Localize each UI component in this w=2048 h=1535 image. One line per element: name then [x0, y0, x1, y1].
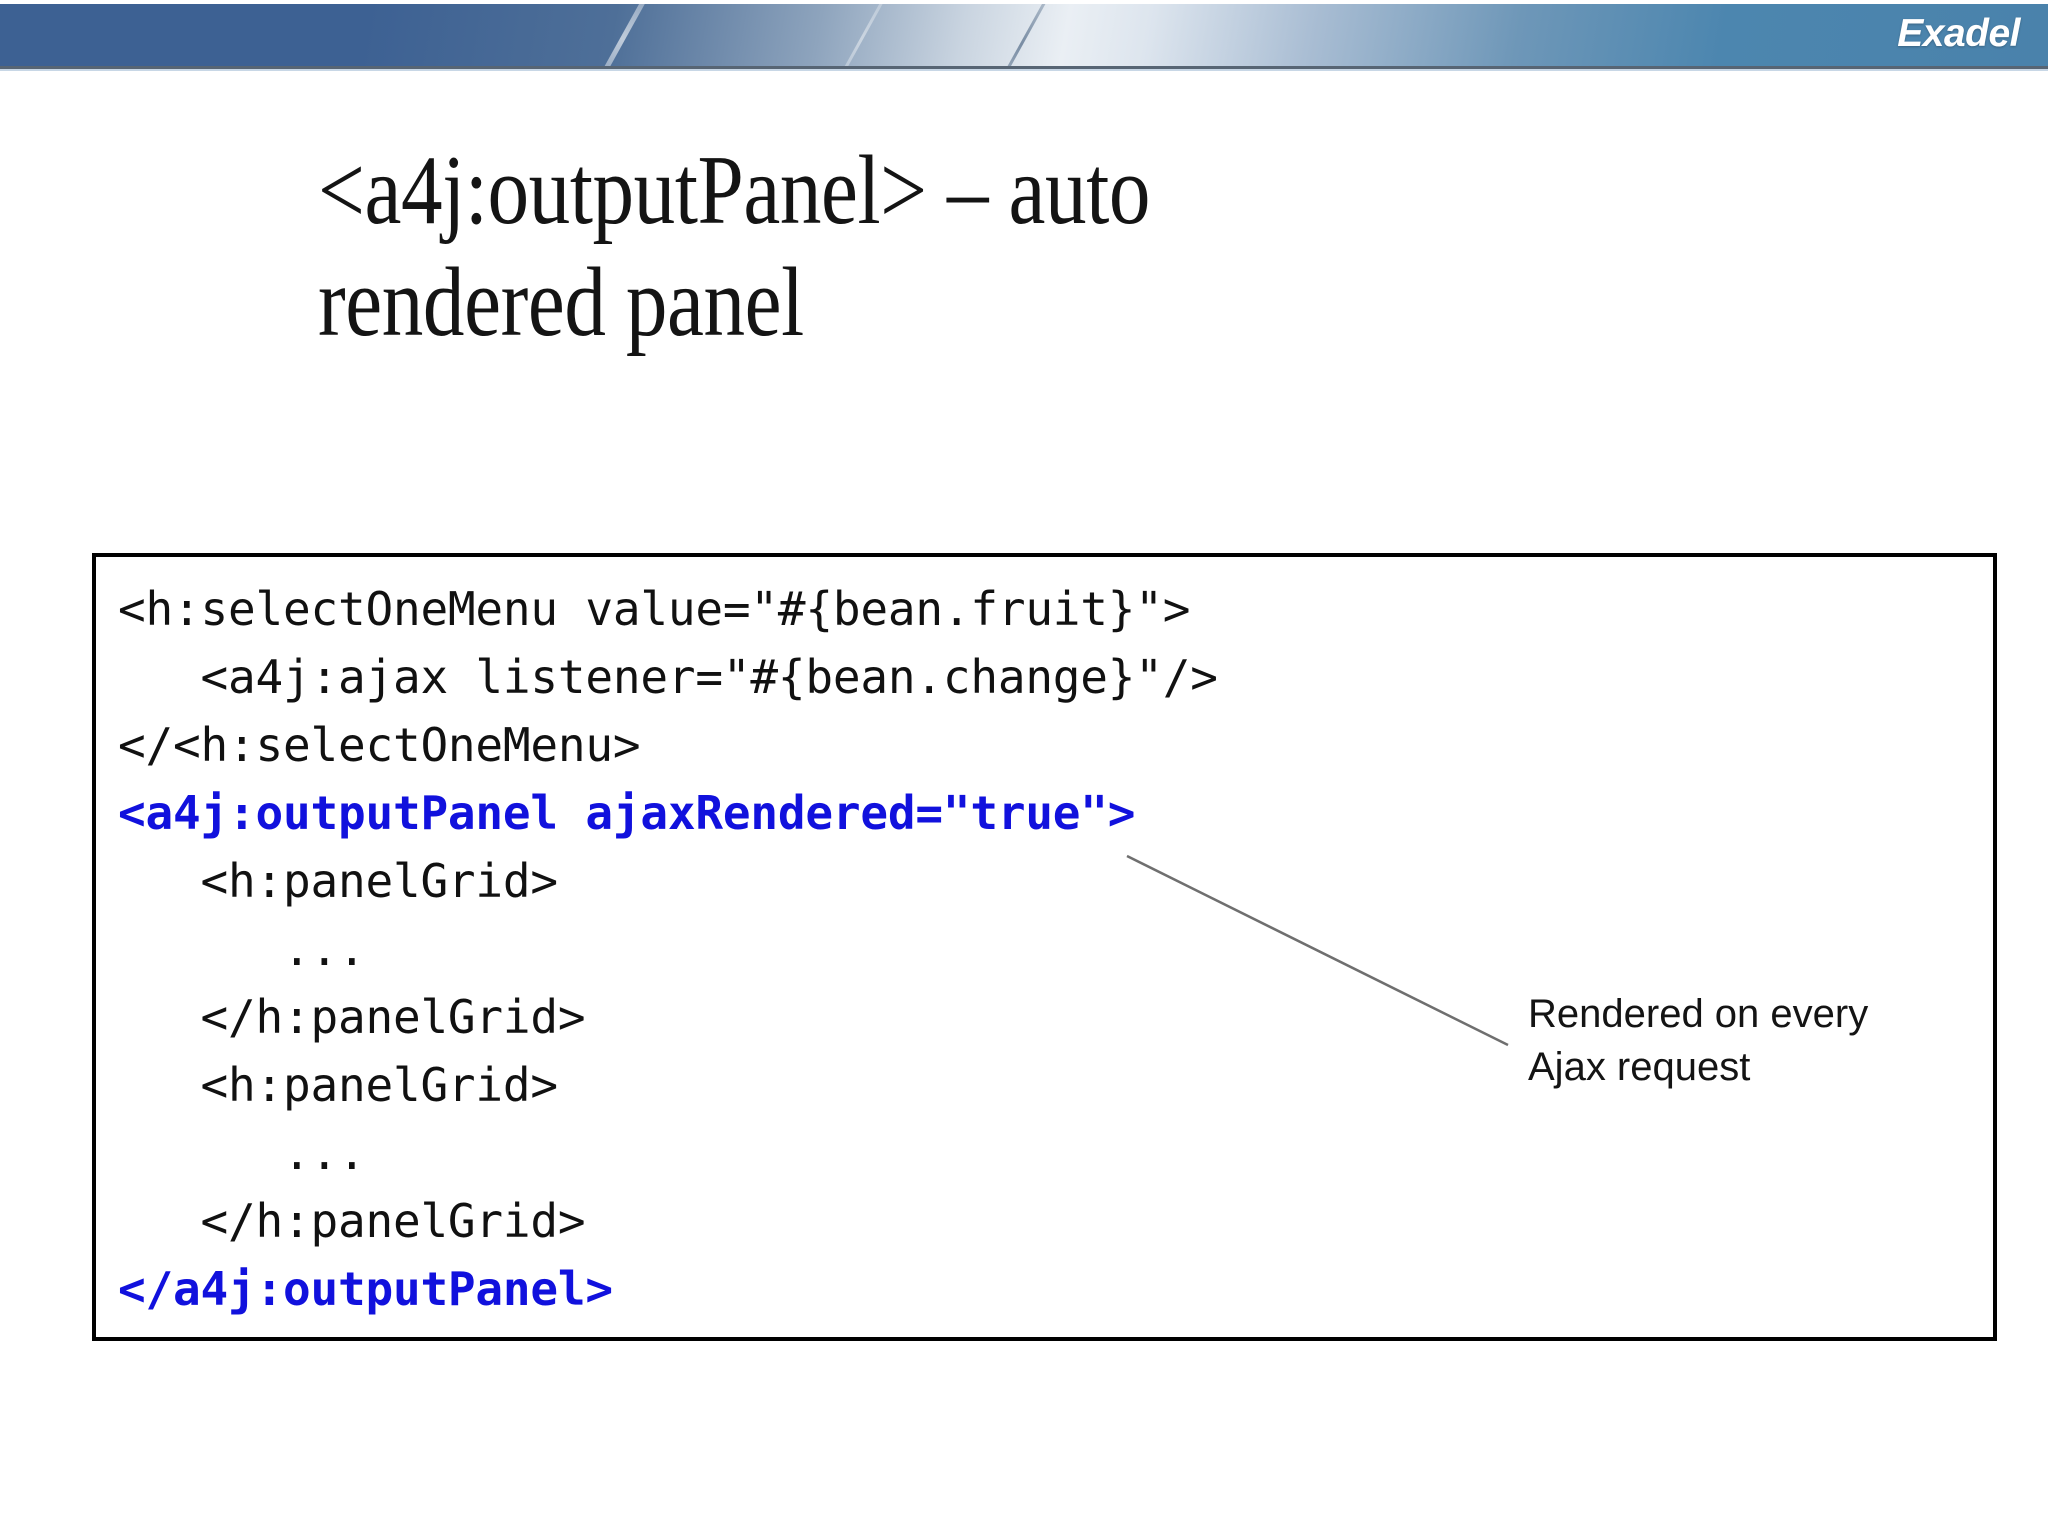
code-line: <h:panelGrid>: [118, 1058, 558, 1112]
annotation-line-1: Rendered on every: [1528, 992, 1869, 1036]
annotation-callout: Rendered on every Ajax request: [1528, 988, 1958, 1094]
banner-light-streak-secondary-icon: [809, 4, 914, 66]
banner-light-streak-icon: [569, 4, 676, 66]
code-line: ...: [118, 922, 366, 976]
banner-bottom-edge: [0, 66, 2048, 69]
banner-dark-streak-icon: [971, 4, 1072, 66]
code-line: </h:panelGrid>: [118, 1194, 586, 1248]
page-title-line-2: rendered panel: [318, 247, 804, 357]
header-banner: Exadel: [0, 4, 2048, 66]
code-line: </<h:selectOneMenu>: [118, 718, 641, 772]
exadel-logo: Exadel: [1897, 12, 2020, 55]
annotation-line-2: Ajax request: [1528, 1045, 1751, 1089]
page-title-line-1: <a4j:outputPanel> – auto: [318, 136, 1151, 245]
banner-underline: [0, 69, 2048, 71]
code-line: </a4j:outputPanel>: [118, 1262, 613, 1316]
page-title: <a4j:outputPanel> – auto rendered panel: [318, 135, 1536, 359]
code-line: <h:panelGrid>: [118, 854, 558, 908]
code-line: ...: [118, 1126, 366, 1180]
code-line: <h:selectOneMenu value="#{bean.fruit}">: [118, 582, 1191, 636]
code-line: <a4j:ajax listener="#{bean.change}"/>: [118, 650, 1218, 704]
code-block-content: <h:selectOneMenu value="#{bean.fruit}"> …: [118, 575, 1218, 1323]
code-block: <h:selectOneMenu value="#{bean.fruit}"> …: [92, 553, 1997, 1341]
code-line: </h:panelGrid>: [118, 990, 586, 1044]
code-line: <a4j:outputPanel ajaxRendered="true">: [118, 786, 1136, 840]
